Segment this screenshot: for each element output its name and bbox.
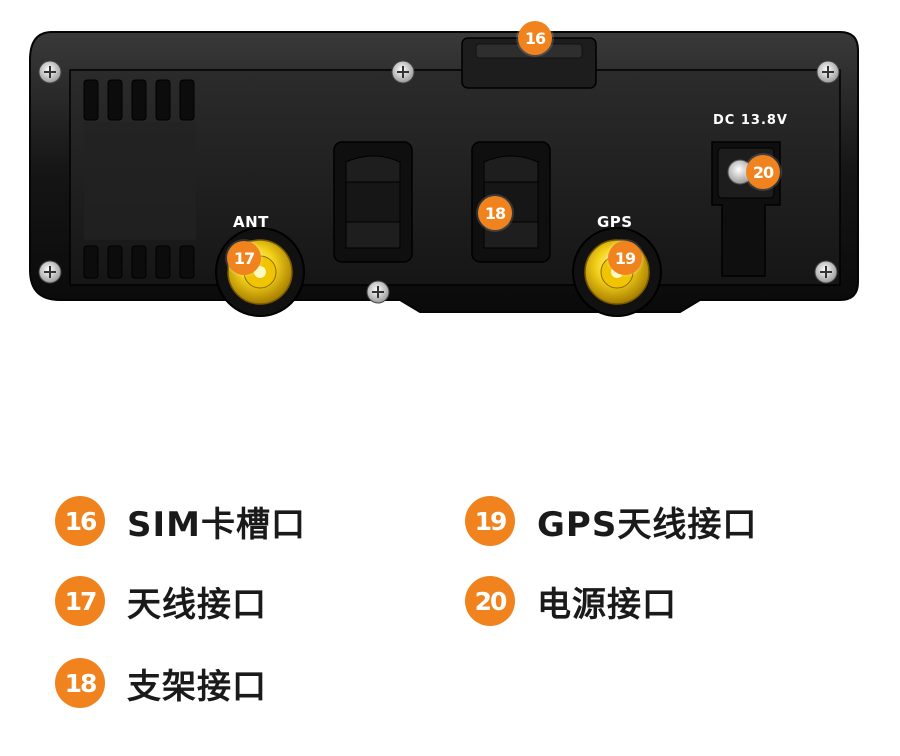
marker-antenna-port: 17 <box>227 241 261 275</box>
legend-badge: 20 <box>465 576 515 626</box>
legend-badge: 16 <box>55 496 105 546</box>
marker-power-port: 20 <box>746 155 780 189</box>
device-illustration: ANT GPS DC 13.8V 16 17 18 19 20 <box>0 0 900 330</box>
marker-sim-slot: 16 <box>518 21 552 55</box>
legend-item-antenna: 17 天线接口 <box>55 576 267 626</box>
legend-label: 电源接口 <box>537 584 677 625</box>
legend-item-gps: 19 GPS天线接口 <box>465 496 757 546</box>
legend-label: 天线接口 <box>127 584 267 625</box>
marker-gps-port: 19 <box>608 241 642 275</box>
legend-label: 支架接口 <box>127 666 267 707</box>
legend-label: GPS天线接口 <box>537 504 758 545</box>
legend-badge: 18 <box>55 658 105 708</box>
legend-label: SIM卡槽口 <box>127 504 306 545</box>
dc-voltage-label: DC 13.8V <box>713 113 788 128</box>
legend-item-bracket: 18 支架接口 <box>55 658 267 708</box>
legend-item-power: 20 电源接口 <box>465 576 677 626</box>
ant-port-label: ANT <box>233 213 269 231</box>
marker-bracket-port: 18 <box>478 196 512 230</box>
gps-port-label: GPS <box>597 213 633 231</box>
legend-badge: 17 <box>55 576 105 626</box>
legend-item-sim: 16 SIM卡槽口 <box>55 496 306 546</box>
legend-badge: 19 <box>465 496 515 546</box>
